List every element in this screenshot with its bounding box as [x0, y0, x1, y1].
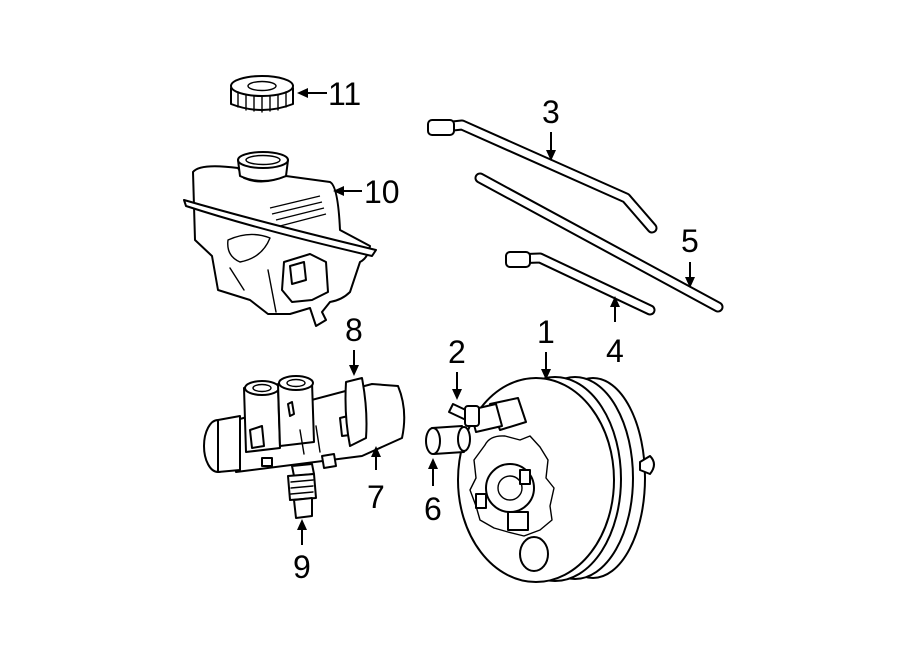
- booster-grommet[interactable]: [425, 425, 471, 455]
- master-cylinder[interactable]: [203, 375, 406, 473]
- arrow-3: [546, 150, 556, 161]
- brake-booster[interactable]: [457, 376, 655, 583]
- callout-2: 2: [448, 334, 466, 370]
- callout-7: 7: [367, 479, 385, 515]
- check-valve[interactable]: [448, 403, 480, 427]
- callout-8: 8: [345, 312, 363, 348]
- arrow-10: [333, 186, 344, 196]
- arrow-1: [541, 369, 551, 380]
- callout-9: 9: [293, 549, 311, 585]
- vacuum-hose-upper[interactable]: [427, 119, 658, 234]
- vacuum-tube-long[interactable]: [474, 172, 724, 313]
- reservoir-cap[interactable]: [230, 75, 294, 113]
- fluid-reservoir[interactable]: [183, 151, 377, 327]
- callout-leaders: [297, 88, 695, 545]
- arrow-6: [428, 458, 438, 469]
- callout-1: 1: [537, 314, 555, 350]
- arrow-5: [685, 277, 695, 288]
- callout-4: 4: [606, 333, 624, 369]
- arrow-4: [610, 296, 620, 307]
- callout-numbers: 11 10 3 5 4 1 2 6 8 7 9: [293, 76, 699, 585]
- brake-fluid-level-sensor[interactable]: [287, 463, 317, 519]
- callout-6: 6: [424, 491, 442, 527]
- arrow-11: [297, 88, 308, 98]
- arrow-9: [297, 519, 307, 530]
- callout-3: 3: [542, 94, 560, 130]
- callout-11: 11: [328, 76, 361, 112]
- callout-5: 5: [681, 223, 699, 259]
- arrow-7: [371, 446, 381, 457]
- arrow-2: [452, 389, 462, 400]
- callout-10: 10: [364, 174, 400, 210]
- arrow-8: [349, 365, 359, 376]
- vacuum-hose-lower[interactable]: [505, 251, 656, 316]
- cylinder-seal-gasket[interactable]: [344, 377, 368, 447]
